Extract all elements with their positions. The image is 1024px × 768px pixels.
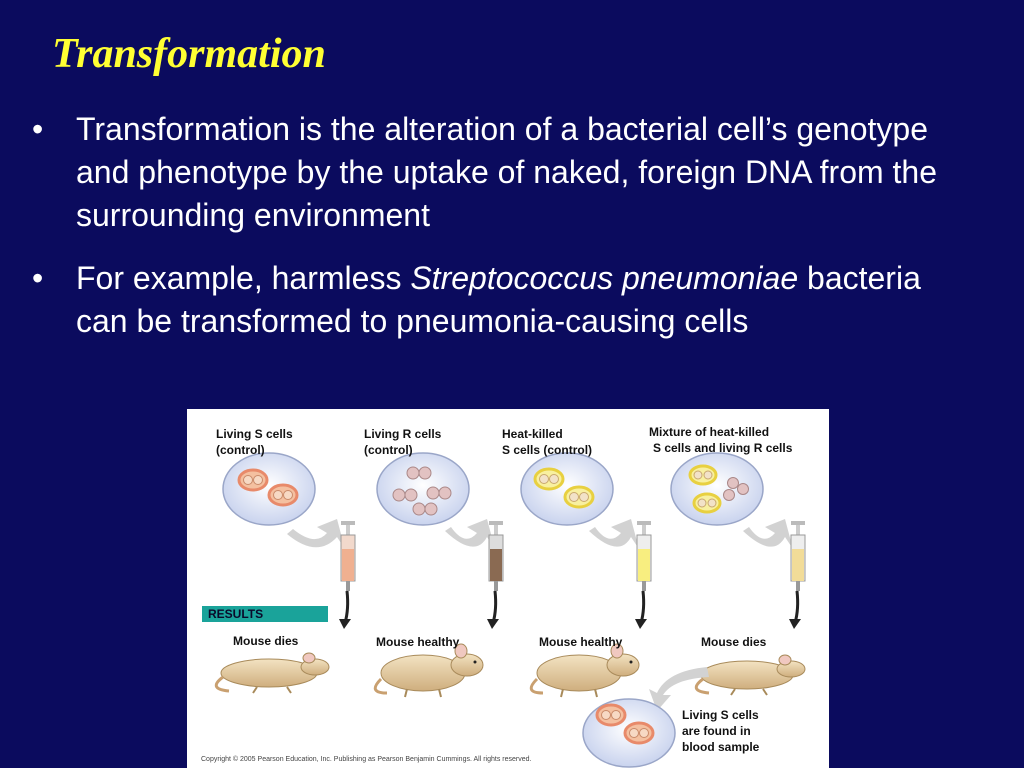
label-line: Living S cells (216, 427, 293, 441)
syringe-3 (636, 521, 652, 601)
label-line: Mixture of heat-killed (649, 425, 770, 439)
blood-sample-label: Living S cells are found in blood sample (682, 707, 759, 755)
experiment-illustration (214, 452, 806, 768)
outcome-label: Mouse healthy (539, 635, 623, 649)
column-label-living-r: Living R cells (control) (364, 426, 441, 458)
label-line: (control) (364, 443, 413, 457)
label-line: Heat-killed (502, 427, 563, 441)
transfer-arrows (287, 519, 793, 549)
dish-living-s-cells (222, 452, 316, 526)
bullet-item: • Transformation is the alteration of a … (30, 108, 970, 237)
sample-arrow (649, 667, 709, 711)
label-line: blood sample (682, 740, 760, 754)
bullet-text-post: bacteria can be transformed to pneumonia… (76, 260, 921, 339)
mouse-dead-2 (694, 654, 806, 696)
slide-title: Transformation (52, 31, 326, 77)
results-bar: RESULTS (202, 606, 328, 622)
mouse-healthy-1 (373, 643, 484, 698)
bullet-item: • For example, harmless Streptococcus pn… (30, 257, 970, 343)
label-line: S cells and living R cells (653, 441, 793, 455)
arrowheads (339, 619, 801, 629)
column-label-mixture: Mixture of heat-killed S cells and livin… (649, 424, 792, 456)
label-line: Living S cells (682, 708, 759, 722)
dish-living-r-cells (376, 452, 470, 526)
species-name: Streptococcus pneumoniae (410, 260, 799, 296)
outcome-label: Mouse dies (233, 634, 299, 648)
syringe-1 (340, 521, 356, 601)
label-line: S cells (control) (502, 443, 593, 457)
mouse-healthy-2 (529, 643, 640, 698)
column-label-heat-killed: Heat-killed S cells (control) (502, 426, 592, 458)
bullet-text-pre: For example, harmless (76, 260, 411, 296)
bullet-list: • Transformation is the alteration of a … (30, 108, 970, 363)
bullet-dot: • (32, 111, 44, 147)
mouse-dead-1 (214, 652, 330, 694)
bullet-dot: • (32, 260, 44, 296)
dish-heat-killed-s-cells (520, 452, 614, 526)
syringe-2 (488, 521, 504, 601)
syringe-4 (790, 521, 806, 601)
label-line: Living R cells (364, 427, 442, 441)
copyright-notice: Copyright © 2005 Pearson Education, Inc.… (201, 756, 532, 763)
dish-mixture (670, 452, 764, 526)
label-line: are found in (682, 724, 751, 738)
injection-arrows (343, 590, 800, 624)
dish-blood-sample (582, 698, 676, 768)
griffith-experiment-figure: Living S cells (control) Living R cells … (187, 409, 829, 768)
column-label-living-s: Living S cells (control) (216, 426, 293, 458)
outcome-label: Mouse healthy (376, 635, 460, 649)
label-line: (control) (216, 443, 265, 457)
bullet-text: Transformation is the alteration of a ba… (76, 111, 938, 233)
outcome-label: Mouse dies (701, 635, 767, 649)
